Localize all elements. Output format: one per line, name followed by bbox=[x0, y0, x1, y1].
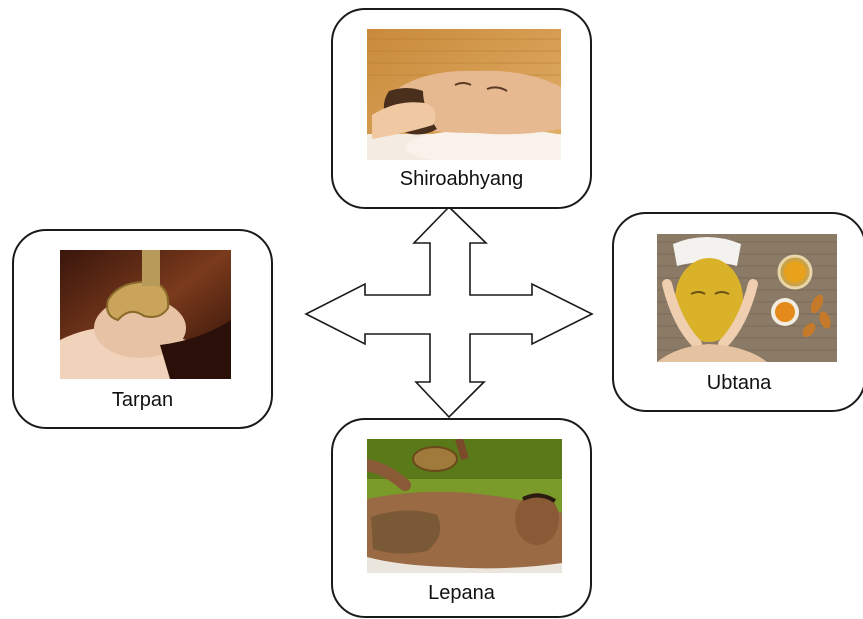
node-label: Tarpan bbox=[14, 389, 271, 412]
node-card-shiroabhyang: Shiroabhyang bbox=[331, 8, 592, 209]
turmeric-face-mask-photo bbox=[657, 234, 837, 362]
node-label: Shiroabhyang bbox=[333, 168, 590, 191]
node-card-lepana: Lepana bbox=[331, 418, 592, 618]
node-card-ubtana: Ubtana bbox=[612, 212, 863, 412]
node-label: Lepana bbox=[333, 582, 590, 605]
node-label: Ubtana bbox=[614, 372, 863, 395]
head-massage-photo bbox=[367, 29, 561, 160]
body-herbal-paste-photo bbox=[367, 439, 562, 573]
eye-tarpan-photo bbox=[60, 250, 231, 379]
node-card-tarpan: Tarpan bbox=[12, 229, 273, 429]
